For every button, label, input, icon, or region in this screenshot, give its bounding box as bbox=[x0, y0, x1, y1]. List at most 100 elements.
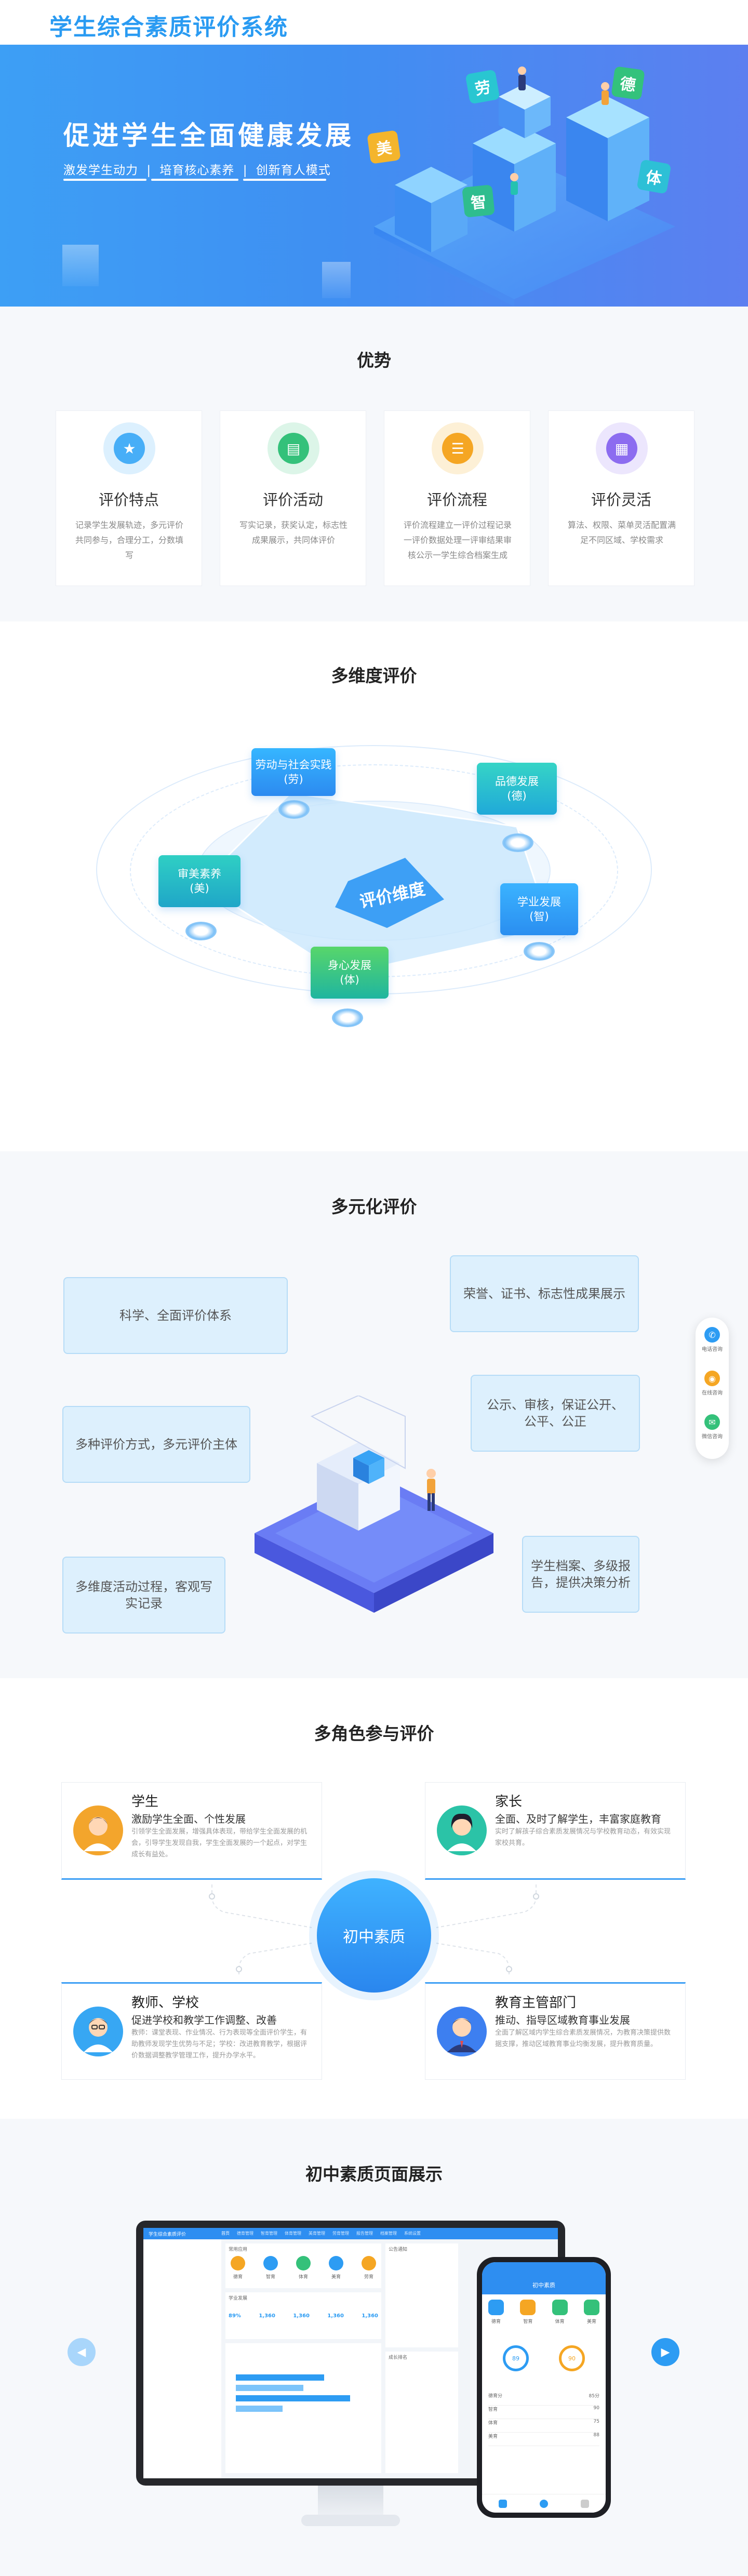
nav-item[interactable]: 体育管理 bbox=[285, 2231, 301, 2236]
bar bbox=[236, 2406, 283, 2412]
server-icon: ☰ bbox=[432, 422, 484, 474]
showcase-title: 初中素质页面展示 bbox=[305, 2164, 443, 2184]
advantage-card: ▤ 评价活动 写实记录，获奖认定，标志性成果展示，共同体评价 bbox=[220, 410, 366, 586]
app-tile[interactable]: 体育 bbox=[296, 2256, 311, 2280]
roles-connectors bbox=[209, 1884, 539, 1974]
app-tile[interactable]: 美育 bbox=[329, 2256, 343, 2280]
dimension-labor[interactable]: 劳动与社会实践 (劳) bbox=[251, 748, 336, 796]
panel-title: 成长排名 bbox=[389, 2355, 408, 2360]
nav-item[interactable]: 档案管理 bbox=[380, 2231, 397, 2236]
diversified-section: 多元化评价 科学、全面评价体系 荣誉、证书、标志性成果展示 多种评价方式，多元评… bbox=[0, 1151, 748, 1678]
beauty-badge: 美 bbox=[367, 130, 401, 164]
multidimension-section: 多维度评价 评价维度 劳动与社会实践 (劳) 品德发展 (德) 审美素养 (美)… bbox=[0, 621, 748, 1151]
dimension-name: 身心发展 bbox=[328, 959, 371, 972]
authority-avatar bbox=[437, 2007, 487, 2056]
student-avatar bbox=[73, 1805, 123, 1855]
nav-item[interactable]: 劳育管理 bbox=[332, 2231, 349, 2236]
hero-underline bbox=[151, 179, 238, 181]
wechat-consult-button[interactable]: ✉ 微信咨询 bbox=[696, 1414, 729, 1440]
float-label: 在线咨询 bbox=[702, 1390, 723, 1396]
labor-badge: 劳 bbox=[465, 69, 500, 104]
desktop-nav: 首页 德育管理 智育管理 体育管理 美育管理 劳育管理 报告管理 档案管理 系统… bbox=[221, 2230, 421, 2236]
feature-box: 公示、审核，保证公开、公平、公正 bbox=[471, 1375, 640, 1452]
advantage-card: ☰ 评价流程 评价流程建立一评价过程记录一评价数据处理一评审结果审核公示一学生综… bbox=[384, 410, 530, 586]
node-base bbox=[502, 833, 533, 852]
online-consult-button[interactable]: ◉ 在线咨询 bbox=[696, 1371, 729, 1396]
app-tile[interactable]: 智育 bbox=[263, 2256, 278, 2280]
dimension-beauty[interactable]: 审美素养 (美) bbox=[158, 855, 241, 907]
nav-item[interactable]: 系统设置 bbox=[404, 2231, 421, 2236]
bar bbox=[236, 2395, 350, 2401]
phone-app-grid: 德育 智育 体育 美育 bbox=[488, 2300, 599, 2325]
app-tile[interactable]: 智育 bbox=[520, 2300, 536, 2325]
app-tile[interactable]: 体育 bbox=[552, 2300, 568, 2325]
home-icon[interactable] bbox=[498, 2499, 507, 2508]
virtue-badge: 德 bbox=[611, 66, 645, 100]
panel-title: 学业发展 bbox=[229, 2296, 248, 2301]
hero-title: 促进学生全面健康发展 bbox=[63, 121, 354, 151]
role-name: 学生 bbox=[131, 1794, 159, 1810]
feature-box: 科学、全面评价体系 bbox=[63, 1277, 288, 1354]
role-card-student: 学生 激励学生全面、个性发展 引领学生全面发展，增强具体表现，带给学生全面发展的… bbox=[61, 1782, 322, 1880]
panel-title: 公告通知 bbox=[389, 2247, 408, 2252]
dimension-intellect[interactable]: 学业发展 (智) bbox=[500, 883, 578, 935]
site-logo[interactable]: 学生综合素质评价系统 bbox=[49, 14, 288, 41]
card-title: 评价特点 bbox=[98, 491, 159, 509]
notice-panel: 公告通知 bbox=[385, 2243, 458, 2347]
dimension-code: (劳) bbox=[284, 773, 303, 786]
phone-header: 初中素质 bbox=[482, 2262, 606, 2294]
profile-icon[interactable] bbox=[581, 2499, 590, 2508]
advantages-section: 优势 ★ 评价特点 记录学生发展轨迹，多元评价共同参与，合理分工，分数填写 ▤ … bbox=[0, 307, 748, 621]
floating-contact-bar: ✆ 电话咨询 ◉ 在线咨询 ✉ 微信咨询 bbox=[696, 1318, 729, 1459]
card-desc: 写实记录，获奖认定，标志性成果展示，共同体评价 bbox=[239, 520, 348, 545]
role-subtitle: 激励学生全面、个性发展 bbox=[131, 1813, 246, 1825]
role-card-parent: 家长 全面、及时了解学生，丰富家庭教育 实时了解孩子综合素质发展情况与学校教育动… bbox=[425, 1782, 686, 1880]
dimension-virtue[interactable]: 品德发展 (德) bbox=[477, 763, 557, 815]
dimension-code: (德) bbox=[507, 790, 527, 802]
role-name: 家长 bbox=[495, 1794, 523, 1810]
dimension-code: (体) bbox=[340, 974, 359, 986]
carousel-next-button[interactable]: ▶ bbox=[651, 2338, 679, 2366]
app-tile[interactable]: 美育 bbox=[583, 2300, 599, 2325]
nav-item[interactable]: 首页 bbox=[221, 2231, 230, 2236]
app-tile[interactable]: 劳育 bbox=[362, 2256, 376, 2280]
decor-cube bbox=[62, 245, 99, 286]
card-title: 评价流程 bbox=[426, 491, 487, 509]
app-tile[interactable]: 德育 bbox=[231, 2256, 245, 2280]
hero-underline bbox=[63, 179, 146, 181]
stats-panel: 学业发展 89% 1,360 1,360 1,360 1,360 bbox=[225, 2292, 381, 2339]
nav-item[interactable]: 报告管理 bbox=[356, 2231, 373, 2236]
stat-value: 89% bbox=[229, 2313, 241, 2319]
tag-separator: | bbox=[146, 164, 152, 177]
phone-consult-button[interactable]: ✆ 电话咨询 bbox=[696, 1327, 729, 1352]
app-tile[interactable]: 德育 bbox=[488, 2300, 504, 2325]
nav-item[interactable]: 德育管理 bbox=[237, 2231, 253, 2236]
bar bbox=[236, 2374, 324, 2381]
id-card-icon: ▤ bbox=[268, 422, 319, 474]
center-tab-icon[interactable] bbox=[539, 2499, 548, 2508]
stat-row: 89% 1,360 1,360 1,360 1,360 bbox=[229, 2313, 378, 2319]
decor-cube bbox=[322, 262, 351, 298]
dimension-code: (美) bbox=[190, 882, 209, 895]
node-base bbox=[278, 800, 310, 819]
site-header: 学生综合素质评价系统 bbox=[0, 0, 748, 45]
card-desc: 记录学生发展轨迹，多元评价共同参与，合理分工，分数填写 bbox=[75, 520, 183, 560]
dimension-physical[interactable]: 身心发展 (体) bbox=[311, 947, 389, 999]
hero-tag: 创新育人模式 bbox=[256, 164, 331, 177]
advantage-card: ★ 评价特点 记录学生发展轨迹，多元评价共同参与，合理分工，分数填写 bbox=[56, 410, 202, 586]
feature-box: 学生档案、多级报告，提供决策分析 bbox=[522, 1536, 639, 1613]
monitor-base bbox=[301, 2515, 400, 2526]
nav-item[interactable]: 智育管理 bbox=[261, 2231, 277, 2236]
dimension-name: 审美素养 bbox=[178, 868, 221, 880]
card-desc: 算法、权限、菜单灵活配置满足不同区域、学校需求 bbox=[567, 520, 676, 545]
float-label: 电话咨询 bbox=[702, 1347, 723, 1352]
rank-panel: 成长排名 bbox=[385, 2352, 458, 2473]
role-desc: 实时了解孩子综合素质发展情况与学校教育动态，有效实现家校共育。 bbox=[495, 1828, 671, 1847]
dimension-name: 品德发展 bbox=[495, 775, 539, 788]
nav-item[interactable]: 美育管理 bbox=[309, 2231, 325, 2236]
card-title: 评价灵活 bbox=[591, 491, 651, 509]
carousel-prev-button[interactable]: ◀ bbox=[68, 2338, 96, 2366]
